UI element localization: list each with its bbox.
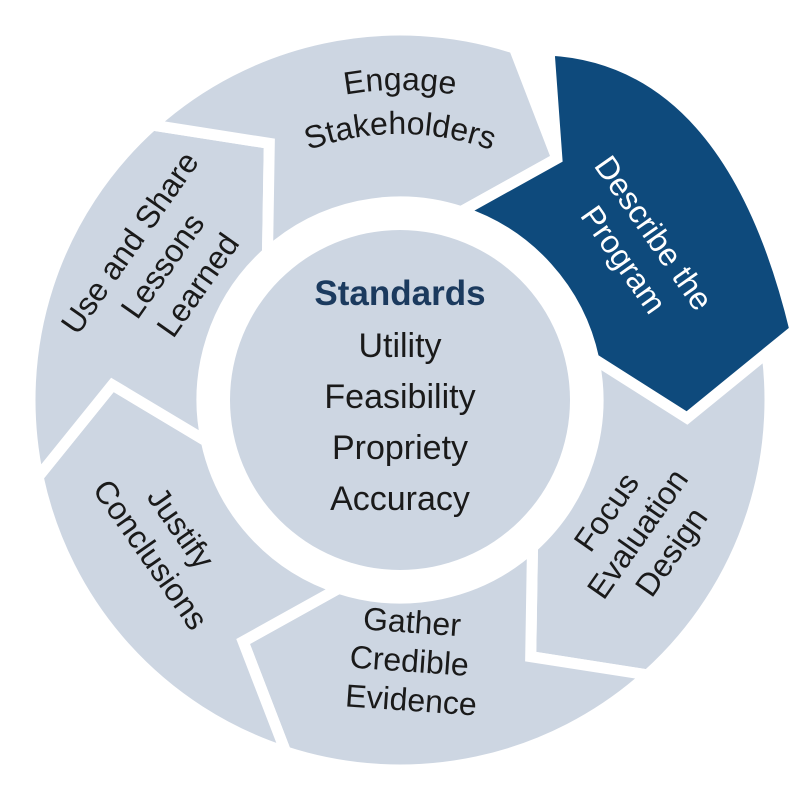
- segment-gather-credible-evidence: [236, 534, 660, 776]
- segment-engage-stakeholders: [140, 24, 564, 266]
- standards-center-circle: [230, 230, 570, 570]
- segment-justify-conclusions: [32, 377, 353, 761]
- segment-use-share-lessons-learned: [24, 119, 275, 490]
- label-gather-line1: Gather: [362, 600, 462, 643]
- segment-focus-evaluation-design: [525, 310, 776, 681]
- label-engage: Engage: [341, 61, 459, 102]
- standards-text-block: Standards Utility Feasibility Propriety …: [314, 274, 485, 518]
- standards-heading: Standards: [314, 274, 485, 313]
- standard-utility: Utility: [358, 327, 441, 365]
- label-gather-line2: Credible: [349, 639, 470, 683]
- label-gather-credible-evidence: Gather Credible Evidence: [344, 600, 483, 723]
- segment-describe-the-program-highlighted: [447, 44, 801, 425]
- standard-propriety: Propriety: [332, 429, 468, 467]
- standard-accuracy: Accuracy: [330, 480, 470, 518]
- standard-feasibility: Feasibility: [324, 378, 475, 416]
- label-engage-line1: Engage: [341, 61, 459, 102]
